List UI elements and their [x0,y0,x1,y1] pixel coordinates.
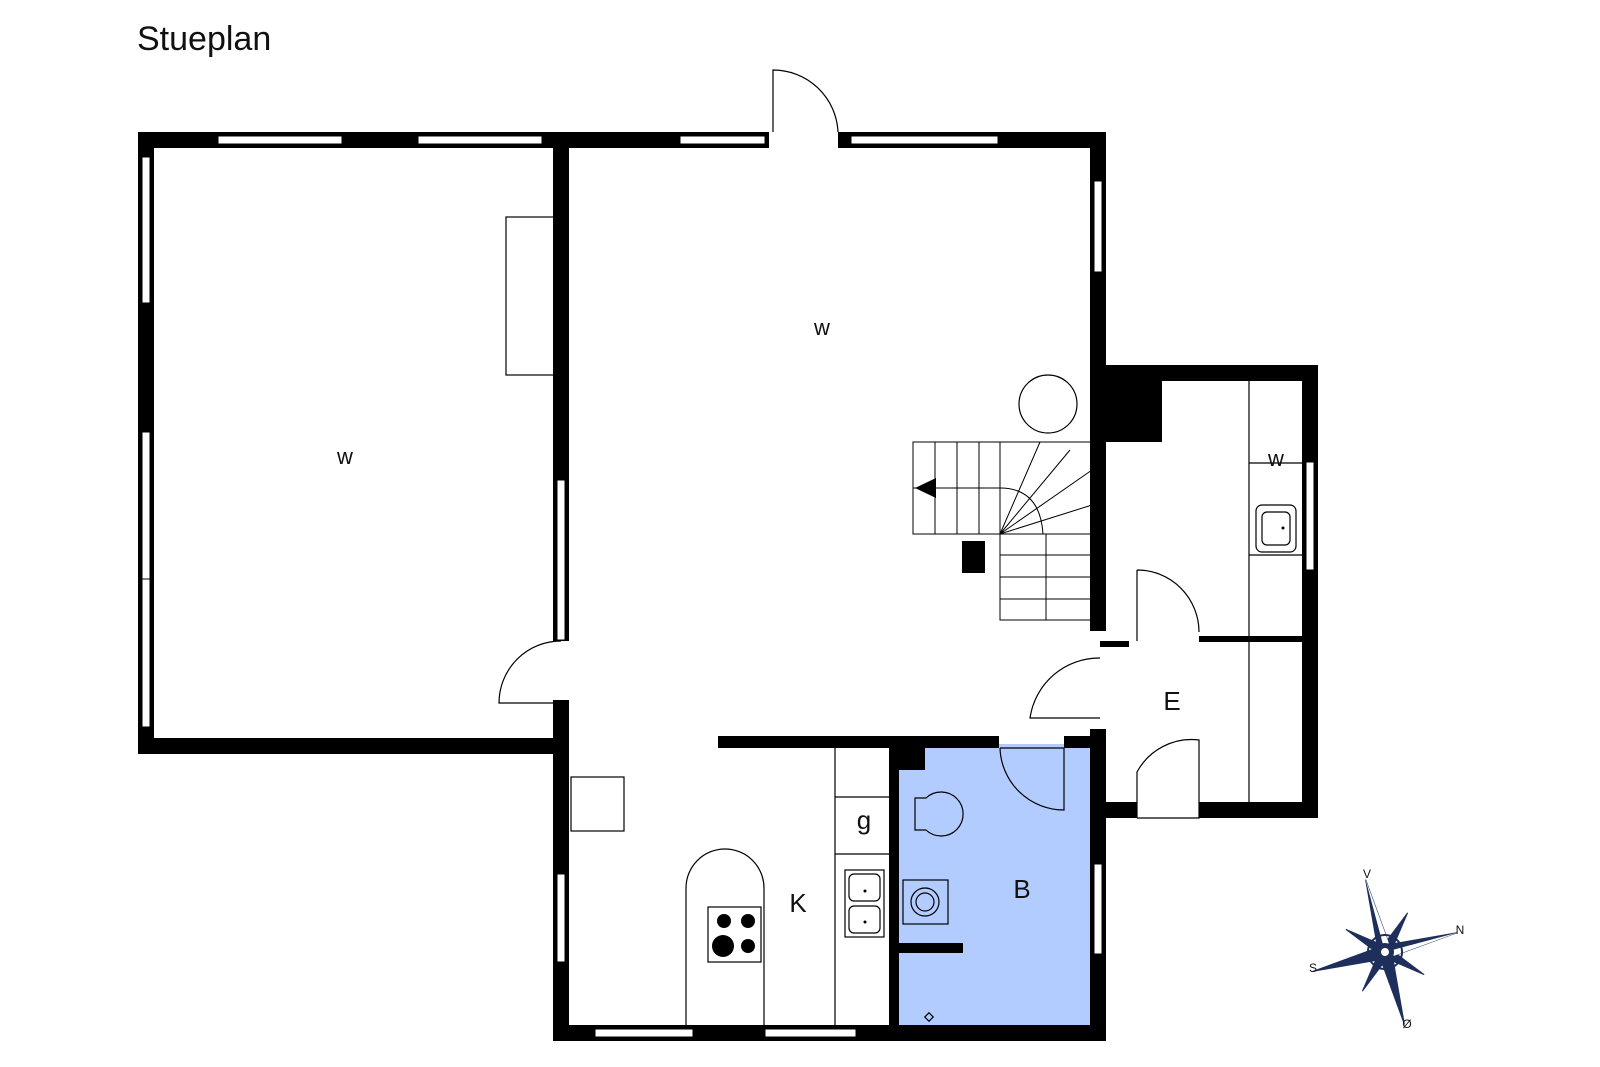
compass-north-label: N [1456,923,1465,937]
room-label-living-center: w [813,315,830,340]
kitchen-fixtures [685,504,1297,1027]
hob [707,906,762,963]
doors [498,69,1200,819]
toilet [914,791,964,837]
stair-arrow-icon [915,478,936,498]
bathroom-sink [902,879,949,925]
utility-sink [1255,504,1297,553]
fireplace-outline [505,216,562,376]
staircase [912,441,1093,621]
bathroom-fill [895,744,1093,1027]
kitchen-island [685,848,765,1027]
compass-west-label: V [1363,867,1371,881]
room-label-cupboard: g [857,805,871,835]
room-label-kitchen: K [789,888,807,918]
room-label-bathroom: B [1013,874,1030,904]
column [962,541,985,573]
compass-south-label: S [1309,961,1317,975]
plan-title: Stueplan [137,20,272,58]
front-door [772,69,839,133]
hob-burners [712,914,755,957]
windows [141,135,1315,1038]
compass-east-label: Ø [1402,1017,1411,1031]
walls [138,132,1318,1041]
kitchen-sink [844,869,885,938]
counter-box [570,776,625,832]
compass-rose [1312,879,1458,1025]
room-label-entrance: E [1163,686,1180,716]
room-label-living-left: w [336,444,353,469]
room-label-room-right: w [1267,446,1284,471]
